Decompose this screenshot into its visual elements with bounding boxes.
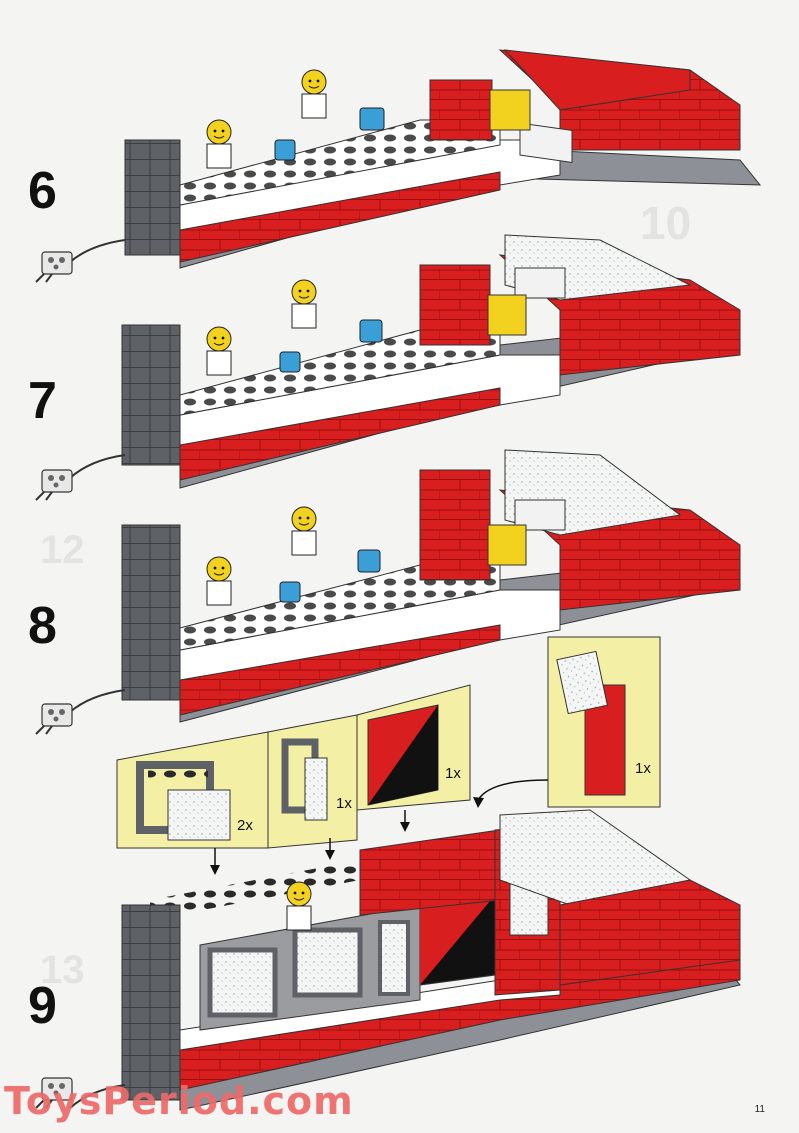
step-9-model xyxy=(35,809,741,1111)
part-qty-door: 1x xyxy=(336,795,352,812)
background-ghost-numbers: 13 xyxy=(40,948,85,992)
page-number: 11 xyxy=(754,1104,765,1115)
step-8-model xyxy=(35,449,741,735)
step-number-7: 7 xyxy=(28,372,57,430)
background-ghost-numbers: 12 xyxy=(40,528,85,572)
step-number-8: 8 xyxy=(28,597,57,655)
window-frame-part xyxy=(136,761,231,841)
part-qty-window: 2x xyxy=(237,817,253,834)
part-qty-red-door: 1x xyxy=(635,760,651,777)
step-number-6: 6 xyxy=(28,162,57,220)
door-frame-part xyxy=(281,738,328,821)
part-qty-panel: 1x xyxy=(445,765,461,782)
step-number-9: 9 xyxy=(28,977,57,1035)
step-6-model xyxy=(35,49,762,283)
watermark: ToysPeriod.com xyxy=(4,1079,354,1123)
red-door-part xyxy=(556,650,626,796)
red-black-panel-part xyxy=(367,704,439,806)
step-7-model xyxy=(35,234,741,501)
background-ghost-numbers: 10 xyxy=(640,197,692,249)
parts-callout-panel: 2x 1x 1x 1x xyxy=(116,636,661,875)
